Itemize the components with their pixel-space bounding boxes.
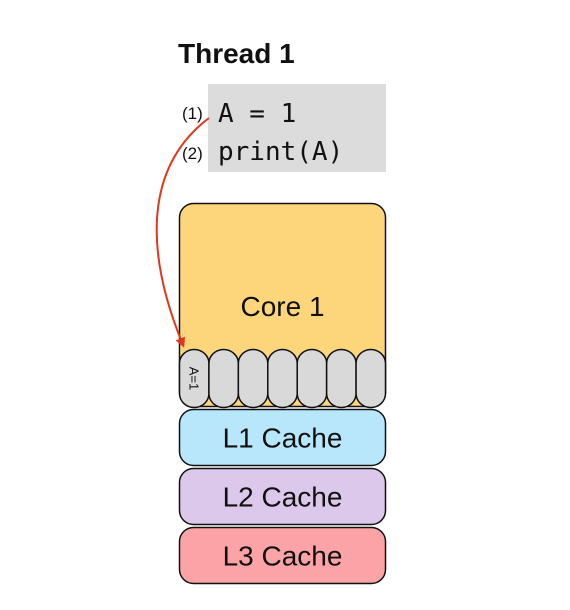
core-label: Core 1 [240,291,324,322]
cache-label-3: L3 Cache [223,541,343,572]
line-number-1: (1) [182,104,203,123]
code-block [208,84,386,172]
cache-stack: L1 Cache L2 Cache L3 Cache [178,408,387,585]
register-5 [296,348,328,409]
thread-title: Thread 1 [178,38,295,69]
cache-box-1 [178,408,387,467]
register-row: A=1 [178,348,387,409]
register-value-1: A=1 [187,367,202,391]
register-2 [208,348,240,409]
code-line-2: print(A) [218,137,343,167]
cache-label-1: L1 Cache [223,423,343,454]
cache-box-2 [178,467,387,526]
line-number-2: (2) [182,144,203,163]
register-6 [325,348,357,409]
register-4 [267,348,298,409]
register-3 [237,348,269,409]
register-7 [355,348,387,409]
cache-label-2: L2 Cache [223,482,343,513]
cache-box-3 [178,526,387,585]
write-arrow [155,117,210,348]
code-line-1: A = 1 [218,99,296,129]
